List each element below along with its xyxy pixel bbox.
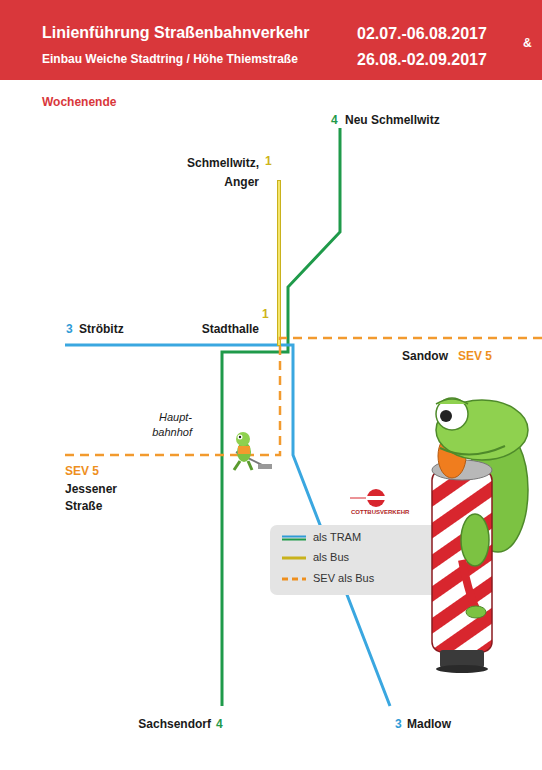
subtitle: Einbau Weiche Stadtring / Höhe Thiemstra… [42, 52, 298, 66]
line-number: 1 [265, 154, 272, 168]
header-band [0, 0, 542, 80]
frog-illustration [432, 398, 528, 673]
line-number: 1 [262, 307, 269, 321]
bus-line-1 [277, 180, 281, 346]
legend-text: als TRAM [313, 531, 361, 543]
worker-frog [234, 432, 272, 470]
day-note: Wochenende [42, 95, 116, 109]
line-number: 3 [66, 322, 73, 336]
line-number: 4 [331, 113, 338, 127]
legend-sample [282, 536, 306, 538]
legend-sample [282, 539, 306, 541]
stop-name: Stadthalle [202, 322, 259, 336]
legend-panel [270, 525, 445, 595]
stop-name: Madlow [407, 717, 451, 731]
legend-sample [282, 557, 306, 560]
logo-text: COTTBUSVERKEHR [351, 509, 409, 516]
line-number: SEV 5 [65, 464, 99, 478]
line-number: SEV 5 [458, 349, 492, 363]
station-name: Haupt- bahnhof [140, 410, 192, 440]
stop-name: Sandow [402, 349, 448, 363]
stop-name: Jessener Straße [65, 481, 137, 515]
date-joiner: & [523, 36, 532, 50]
stop-name: Sachsendorf [138, 717, 211, 731]
bus-line-1-core [278, 181, 280, 345]
line-number: 3 [395, 717, 402, 731]
legend-sample [282, 578, 306, 581]
legend-text: SEV als Bus [313, 572, 374, 584]
line-number: 4 [216, 717, 223, 731]
date-range: 26.08.-02.09.2017 [357, 50, 487, 69]
stop-name: Schmellwitz, Anger [169, 154, 259, 192]
stop-name: Ströbitz [79, 322, 124, 336]
legend-text: als Bus [313, 551, 349, 563]
date-range: 02.07.-06.08.2017 [357, 24, 487, 43]
tram-line-4 [222, 128, 340, 706]
stop-name: Neu Schmellwitz [345, 113, 440, 127]
company-logo [350, 489, 386, 507]
map-title: Linienführung Straßenbahnverkehr [42, 24, 310, 42]
